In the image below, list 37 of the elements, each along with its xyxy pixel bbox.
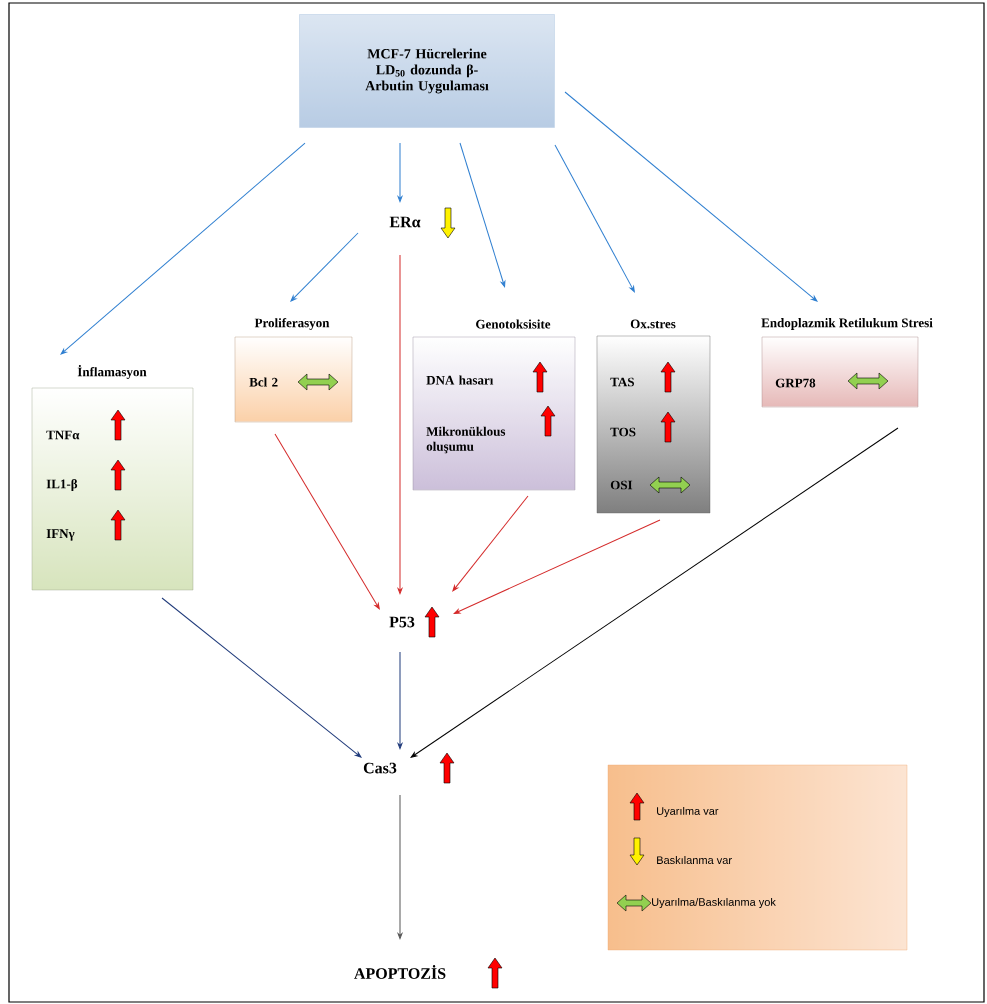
- arrow: [397, 142, 403, 203]
- arrow: [397, 254, 403, 595]
- arrow: [453, 519, 661, 614]
- arrow: [452, 495, 529, 592]
- group-heading: Proliferasyon: [254, 318, 330, 330]
- item-label: IFNγ: [46, 529, 75, 541]
- node-label: APOPTOZİS: [354, 965, 446, 979]
- legend-text: Baskılanma var: [657, 855, 732, 865]
- item-label: GRP78: [775, 378, 816, 388]
- group-heading: İnflamasyon: [77, 365, 147, 379]
- legend-text: Uyarılma var: [657, 806, 719, 818]
- item-label: TAS: [610, 377, 634, 387]
- arrow: [397, 651, 403, 750]
- arrow: [554, 144, 635, 293]
- arrow: [161, 597, 362, 758]
- item-label: IL1-β: [46, 479, 78, 491]
- node-label: P53: [389, 616, 415, 628]
- item-label: Bcl 2: [249, 377, 278, 387]
- node-label: ERα: [389, 216, 421, 228]
- node-label: Cas3: [363, 762, 397, 774]
- group-heading: Genotoksisite: [476, 319, 551, 329]
- item-label: TOS: [610, 427, 636, 437]
- item-label: TNFα: [46, 430, 80, 440]
- arrow: [459, 142, 506, 288]
- item-label: DNA hasarı: [426, 375, 494, 385]
- arrow: [60, 142, 306, 355]
- process-box: MCF-7 Hücrelerine LD$_{50}$ dozunda β-Arbutin Uygulaması: [299, 14, 555, 128]
- arrow: [274, 433, 380, 610]
- arrow: [290, 232, 359, 302]
- group-heading: Ox.stres: [630, 319, 676, 329]
- arrow: [410, 427, 899, 758]
- arrow: [564, 91, 818, 302]
- arrow: [397, 794, 403, 940]
- item-label: OSI: [610, 480, 633, 490]
- legend-text: Uyarılma/Baskılanma yok: [652, 897, 776, 909]
- group-heading: Endoplazmik Retilukum Stresi: [761, 318, 933, 330]
- item-label: Mikronüklous oluşumu: [426, 426, 506, 454]
